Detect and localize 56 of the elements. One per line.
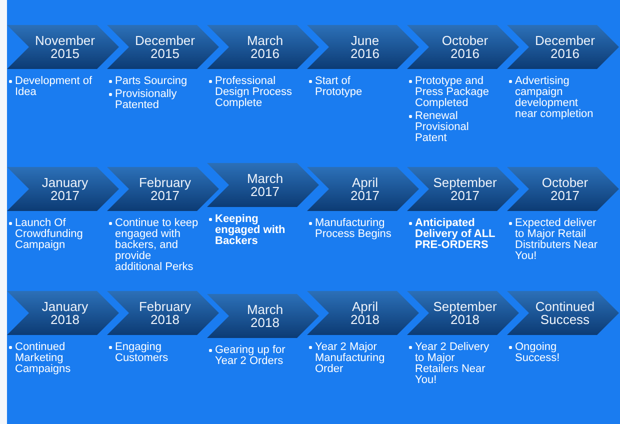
milestone-banner bbox=[507, 167, 619, 211]
milestone-note: Continued Marketing Campaigns bbox=[8, 342, 100, 375]
milestone-banner bbox=[107, 291, 219, 335]
milestone-banner bbox=[207, 25, 319, 69]
milestone-note: Renewal Provisional Patent bbox=[408, 111, 500, 144]
date-label: June 2016 bbox=[350, 34, 380, 60]
date-label: October 2016 bbox=[442, 34, 488, 60]
date-label: March 2016 bbox=[246, 34, 284, 60]
date-label: October 2017 bbox=[542, 176, 588, 202]
milestone-note: Engaging Customers bbox=[108, 342, 200, 364]
milestone-banner bbox=[7, 167, 119, 211]
date-label: April 2018 bbox=[350, 300, 380, 326]
milestone-note: Ongoing Success! bbox=[508, 342, 600, 364]
milestone-note: Development of Idea bbox=[8, 76, 100, 98]
milestone-banner bbox=[307, 291, 419, 335]
date-label: March 2018 bbox=[246, 303, 284, 329]
milestone-banner bbox=[507, 25, 619, 69]
date-label: December 2016 bbox=[535, 34, 595, 60]
date-label: January 2018 bbox=[42, 300, 88, 326]
milestone-banner bbox=[107, 25, 219, 69]
milestone-note: Parts Sourcing bbox=[108, 76, 188, 87]
date-label: February 2018 bbox=[138, 300, 192, 326]
date-label: January 2017 bbox=[42, 176, 88, 202]
milestone-banner bbox=[307, 167, 419, 211]
milestone-banner bbox=[207, 294, 319, 338]
milestone-note: Provisionally Patented bbox=[108, 89, 200, 111]
milestone-banner bbox=[7, 291, 119, 335]
milestone-banner bbox=[207, 163, 319, 207]
date-label: Continued Success bbox=[535, 300, 595, 326]
milestone-note: Gearing up for Year 2 Orders bbox=[208, 345, 300, 367]
milestone-note: Year 2 Major Manufacturing Order bbox=[308, 342, 400, 375]
date-label: November 2015 bbox=[35, 34, 95, 60]
milestone-banner bbox=[407, 291, 519, 335]
milestone-note: Expected deliver to Major Retail Distributers Near You! bbox=[508, 218, 600, 262]
milestone-note: Launch Of Crowdfunding Campaign bbox=[8, 218, 100, 251]
milestone-banner bbox=[107, 167, 219, 211]
milestone-note: Anticipated Delivery of ALL PRE-ORDERS bbox=[408, 218, 500, 251]
date-label: April 2017 bbox=[350, 176, 380, 202]
milestone-banner bbox=[407, 167, 519, 211]
date-label: February 2017 bbox=[138, 176, 192, 202]
milestone-banner bbox=[507, 291, 619, 335]
milestone-banner bbox=[307, 25, 419, 69]
date-label: December 2015 bbox=[135, 34, 195, 60]
milestone-note: Manufacturing Process Begins bbox=[308, 218, 400, 240]
milestone-banner bbox=[7, 25, 119, 69]
date-label: March 2017 bbox=[246, 172, 284, 198]
milestone-note: Advertising campaign development near completion bbox=[508, 76, 600, 120]
milestone-note: Continue to keep engaged with backers, and provide additional Perks bbox=[108, 218, 200, 273]
date-label: September 2017 bbox=[433, 176, 497, 202]
date-label: September 2018 bbox=[433, 300, 497, 326]
milestone-note: Keeping engaged with Backers bbox=[208, 214, 300, 247]
milestone-note: Prototype and Press Package Completed bbox=[408, 76, 500, 109]
milestone-note: Professional Design Process Complete bbox=[208, 76, 300, 109]
milestone-banner bbox=[407, 25, 519, 69]
milestone-note: Year 2 Delivery to Major Retailers Near You! bbox=[408, 342, 500, 386]
milestone-note: Start of Prototype bbox=[308, 76, 400, 98]
